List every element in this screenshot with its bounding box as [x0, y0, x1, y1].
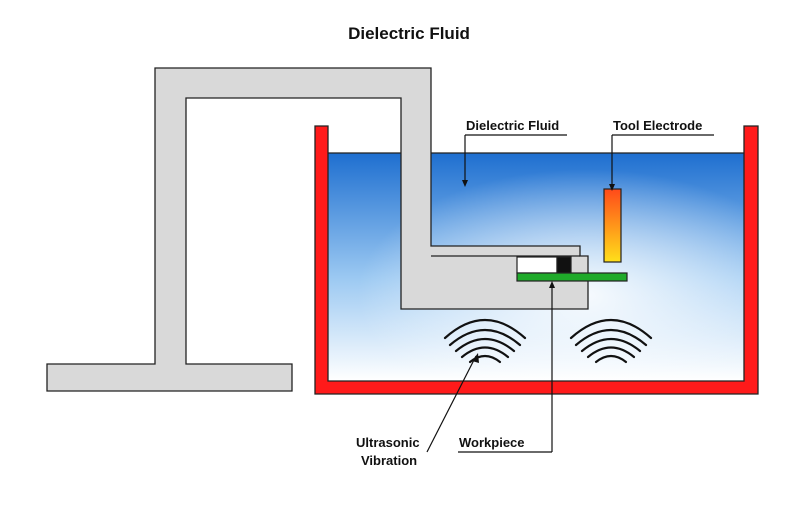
diagram-title: Dielectric Fluid — [348, 24, 470, 43]
workpiece-holder-black — [556, 256, 572, 274]
label-tool-electrode: Tool Electrode — [613, 118, 702, 133]
tank — [314, 125, 759, 395]
label-workpiece: Workpiece — [459, 435, 525, 450]
leader-tool-electrode — [609, 134, 714, 191]
fixture-frame — [46, 67, 589, 392]
ultrasonic-waves-right — [569, 318, 653, 364]
leader-dielectric-fluid — [462, 134, 567, 187]
label-ultrasonic-line1: Ultrasonic — [356, 435, 420, 450]
tool-electrode — [603, 188, 622, 263]
label-ultrasonic-line2: Vibration — [361, 453, 417, 468]
workpiece — [516, 272, 628, 282]
leader-ultrasonic-vibration — [426, 353, 479, 453]
label-dielectric-fluid: Dielectric Fluid — [466, 118, 559, 133]
leader-workpiece — [458, 281, 555, 453]
workpiece-holder-white — [516, 256, 558, 274]
ultrasonic-waves-left — [443, 318, 527, 364]
